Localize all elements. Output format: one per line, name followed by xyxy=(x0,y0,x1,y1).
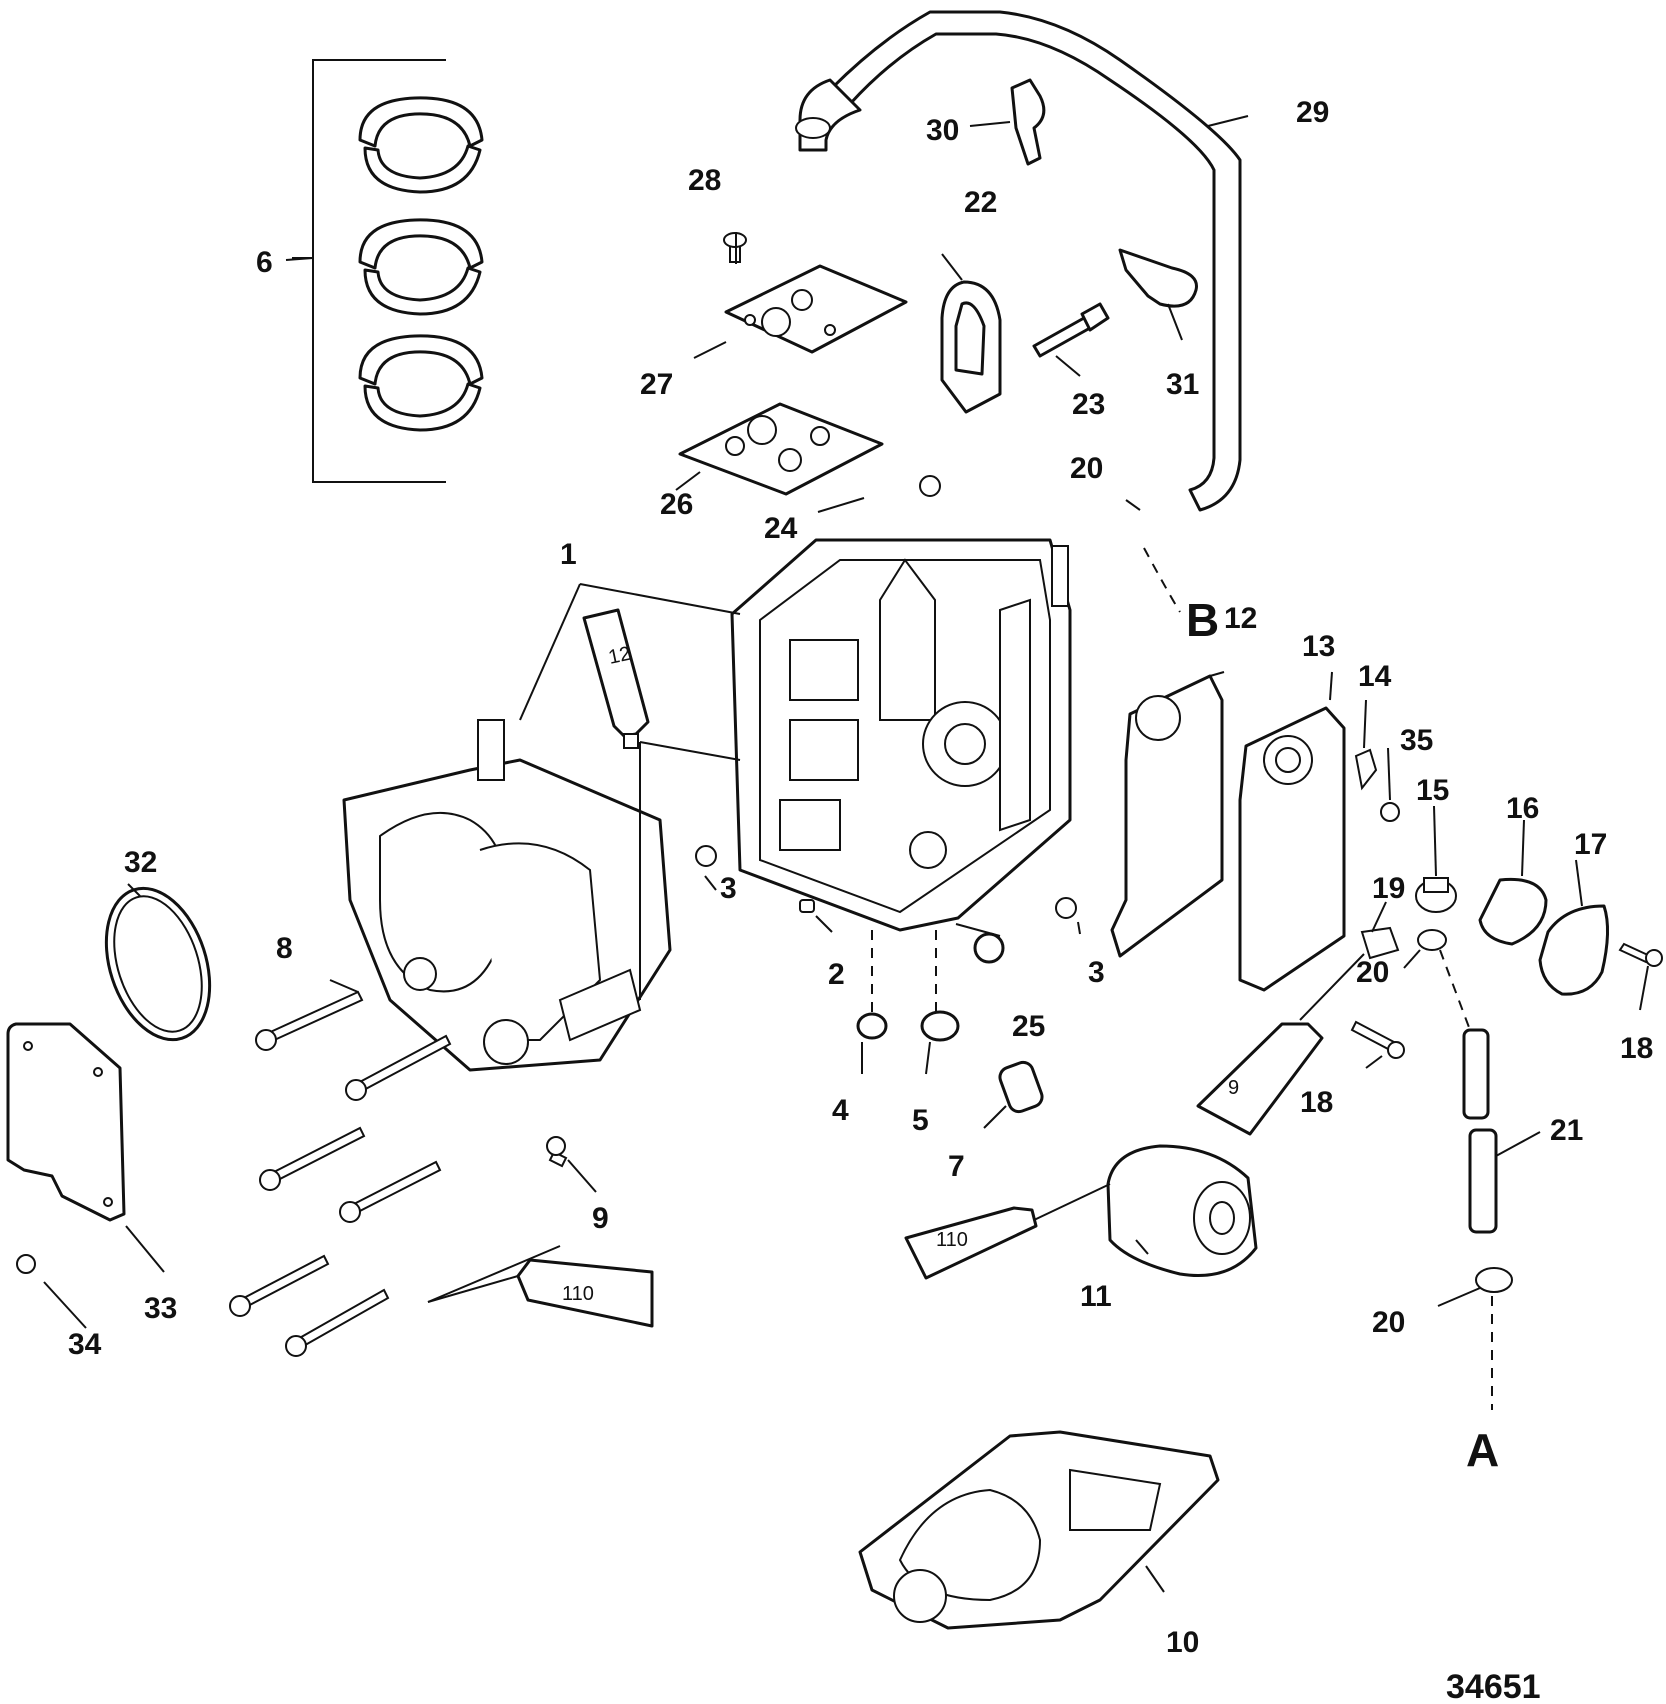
callout-23: 23 xyxy=(1072,388,1105,421)
cover-plate xyxy=(724,264,908,354)
callout-6: 6 xyxy=(256,246,273,279)
tube-label-12: 12 xyxy=(606,643,632,669)
plate-33 xyxy=(6,1022,126,1222)
plug-4 xyxy=(856,1012,888,1040)
callout-4: 4 xyxy=(832,1094,849,1127)
reference-letter-b: B xyxy=(1186,594,1219,646)
nut-3-left xyxy=(695,845,717,867)
callout-19: 19 xyxy=(1372,872,1405,905)
sealant-tube-110-left: 110 xyxy=(516,1258,654,1328)
callout-5: 5 xyxy=(912,1104,929,1137)
callout-15: 15 xyxy=(1416,774,1449,807)
callout-20-mid: 20 xyxy=(1356,956,1389,989)
thermostat-cover-17 xyxy=(1538,904,1610,996)
pin-2 xyxy=(799,899,815,913)
callout-21: 21 xyxy=(1550,1114,1583,1147)
callout-16: 16 xyxy=(1506,792,1539,825)
callout-27: 27 xyxy=(640,368,673,401)
callout-25: 25 xyxy=(1012,1010,1045,1043)
bearing-shell-3 xyxy=(358,334,484,432)
callout-33: 33 xyxy=(144,1292,177,1325)
bearing-shell-1 xyxy=(358,96,484,194)
callout-7: 7 xyxy=(948,1150,965,1183)
callout-3-right: 3 xyxy=(1088,956,1105,989)
fitting-19 xyxy=(1360,926,1400,960)
callout-3-left: 3 xyxy=(720,872,737,905)
callout-10: 10 xyxy=(1166,1626,1199,1659)
cover-13 xyxy=(1238,706,1346,992)
callout-24: 24 xyxy=(764,512,798,545)
bearing-shell-2 xyxy=(358,218,484,316)
screw-18-right xyxy=(1618,942,1663,967)
callout-20-top: 20 xyxy=(1070,452,1103,485)
tube-label-110-right: 110 xyxy=(936,1229,968,1251)
callout-26: 26 xyxy=(660,488,693,521)
sealant-tube-9: 9 xyxy=(1196,1022,1324,1136)
screw-18-left xyxy=(1350,1020,1405,1059)
callout-2: 2 xyxy=(828,958,845,991)
callout-18-right: 18 xyxy=(1620,1032,1653,1065)
screw-9 xyxy=(546,1136,568,1168)
gasket-12 xyxy=(1110,674,1224,958)
clamp-20-mid xyxy=(1417,929,1447,951)
bolt-23 xyxy=(1032,302,1110,358)
leader-lines xyxy=(43,115,1649,1593)
hose-clip xyxy=(1010,78,1046,166)
nut-3-right xyxy=(1055,897,1077,919)
bracket-14 xyxy=(1354,748,1378,791)
hose-21 xyxy=(1462,1028,1498,1234)
callout-14: 14 xyxy=(1358,660,1392,693)
plug-25 xyxy=(973,932,1005,964)
plug-35 xyxy=(1380,802,1400,822)
callout-18-left: 18 xyxy=(1300,1086,1333,1119)
dowel-7 xyxy=(998,1060,1044,1114)
callout-28: 28 xyxy=(688,164,721,197)
callout-9: 9 xyxy=(592,1202,609,1235)
callout-17: 17 xyxy=(1574,828,1607,861)
cylinder-block xyxy=(730,475,1072,932)
sealant-tube-110-right: 110 xyxy=(904,1206,1038,1280)
clamp-20-lower xyxy=(1475,1267,1513,1293)
callout-22: 22 xyxy=(964,186,997,219)
bearing-set xyxy=(292,59,484,483)
plug-5 xyxy=(920,1010,960,1042)
figure-number: 34651 xyxy=(1446,1668,1541,1704)
tube-label-110-left: 110 xyxy=(562,1283,594,1305)
callout-32: 32 xyxy=(124,846,157,879)
crankcase-bolts xyxy=(229,990,452,1357)
callout-12-left: 12 xyxy=(1224,602,1257,635)
thermostat-15 xyxy=(1415,877,1457,913)
callout-8: 8 xyxy=(276,932,293,965)
callout-20-bottom: 20 xyxy=(1372,1306,1405,1339)
callout-30: 30 xyxy=(926,114,959,147)
crankcase-cover xyxy=(342,719,672,1072)
u-bracket xyxy=(940,280,1002,414)
sealant-tube-12: 12 xyxy=(582,608,650,749)
callout-11: 11 xyxy=(1080,1280,1112,1313)
gasket-26 xyxy=(678,402,884,496)
callout-29: 29 xyxy=(1296,96,1329,129)
hose-bracket-clip xyxy=(1118,248,1198,308)
callout-31: 31 xyxy=(1166,368,1199,401)
callout-34: 34 xyxy=(68,1328,102,1361)
gasket-16 xyxy=(1478,877,1548,946)
callout-labels: 1 2 3 3 4 5 6 7 8 9 10 11 12 12 13 14 15… xyxy=(68,96,1653,1659)
callout-1: 1 xyxy=(560,538,577,571)
screw-34 xyxy=(16,1254,36,1274)
oil-filter xyxy=(1106,1144,1258,1278)
tube-label-9: 9 xyxy=(1228,1077,1239,1099)
callout-35: 35 xyxy=(1400,724,1433,757)
reference-letter-a: A xyxy=(1466,1424,1499,1476)
breather-hose xyxy=(795,10,1242,512)
callout-13: 13 xyxy=(1302,630,1335,663)
